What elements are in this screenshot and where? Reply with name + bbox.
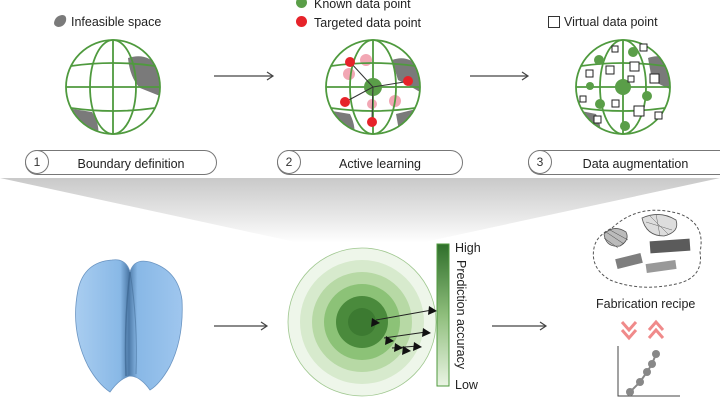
step-label: Active learning	[339, 157, 421, 171]
fabrication-recipe-label: Fabrication recipe	[596, 297, 696, 311]
globe-boundary-icon	[65, 39, 161, 135]
chevron-up-icon	[647, 319, 665, 339]
arrow-boundary-to-active	[214, 71, 275, 81]
material-samples-icon	[592, 209, 702, 288]
funnel-shading	[0, 178, 720, 243]
line-plot-icon	[617, 346, 680, 397]
step-active-learning: 2 Active learning	[277, 150, 463, 175]
legend-virtual-data-point: Virtual data point	[564, 15, 658, 29]
legend-targeted-data-point: Targeted data point	[314, 16, 422, 30]
chevron-down-icon	[620, 321, 638, 341]
step-boundary-definition: 1 Boundary definition	[25, 150, 217, 175]
accuracy-high-label: High	[455, 241, 481, 255]
accuracy-low-label: Low	[455, 378, 478, 392]
arrow-surface-to-target	[214, 321, 269, 331]
curved-surface-icon	[75, 259, 183, 393]
arrow-target-to-recipe	[492, 321, 548, 331]
accuracy-gradient-bar	[436, 243, 450, 387]
globe-active-learning-icon	[325, 39, 421, 135]
globe-augmentation-icon	[575, 39, 671, 135]
step-number: 1	[25, 150, 49, 174]
step-label: Boundary definition	[77, 157, 185, 171]
infeasible-space-icon	[54, 15, 67, 27]
accuracy-axis-title: Prediction accuracy	[454, 260, 468, 370]
legend-known-data-point: Known data point	[314, 0, 411, 11]
step-number: 3	[528, 150, 552, 174]
step-label: Data augmentation	[582, 157, 689, 171]
legend-infeasible-space: Infeasible space	[71, 15, 162, 29]
arrow-active-to-augmentation	[470, 71, 530, 81]
step-number: 2	[277, 150, 301, 174]
target-rings-icon	[287, 247, 437, 397]
known-data-point-icon	[296, 0, 307, 8]
step-data-augmentation: 3 Data augmentation	[528, 150, 720, 175]
virtual-data-point-icon	[548, 16, 560, 28]
targeted-data-point-icon	[296, 16, 307, 27]
